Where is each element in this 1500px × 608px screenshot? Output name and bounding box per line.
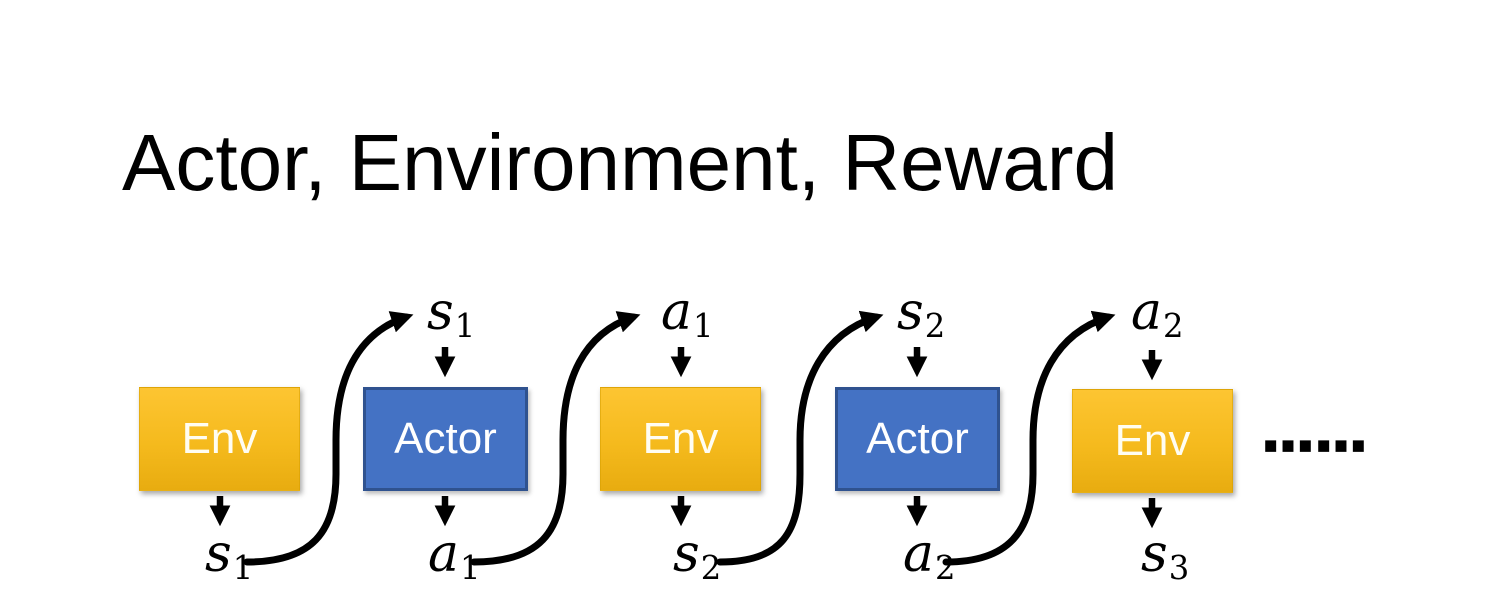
top-label-s1-sub: 1 (454, 307, 476, 346)
bottom-label-s1-base: s (205, 524, 232, 584)
bottom-label-s2: s2 (673, 528, 721, 584)
bottom-label-a2: a2 (903, 528, 956, 584)
top-label-a1-sub: 1 (693, 307, 714, 346)
transition-curve-a2-icon (942, 310, 1116, 566)
env-box-3: Env (1072, 389, 1233, 493)
bottom-label-s1: s1 (205, 528, 253, 584)
transition-curve-s1-icon (243, 311, 414, 566)
top-label-s2-sub: 2 (924, 307, 946, 346)
bottom-label-a1-sub: 1 (460, 549, 481, 588)
top-label-a1: a1 (661, 286, 714, 342)
top-label-s2: s2 (897, 286, 945, 342)
top-label-a2-sub: 2 (1163, 307, 1184, 346)
top-label-s1: s1 (427, 286, 475, 342)
top-label-s2-base: s (897, 282, 924, 342)
top-label-a2-base: a (1131, 282, 1163, 342)
bottom-label-s2-sub: 2 (700, 549, 722, 588)
top-label-a1-base: a (661, 282, 693, 342)
bottom-label-a2-sub: 2 (935, 549, 956, 588)
bottom-label-a2-base: a (903, 524, 935, 584)
bottom-label-s1-sub: 1 (232, 549, 254, 588)
bottom-label-s2-base: s (673, 524, 700, 584)
bottom-label-a1-base: a (428, 524, 460, 584)
bottom-label-s3-base: s (1141, 524, 1168, 584)
continuation-ellipsis: …… (1261, 403, 1368, 465)
env-box-1: Env (139, 387, 300, 491)
actor-box-1: Actor (363, 387, 528, 491)
page-title: Actor, Environment, Reward (122, 118, 1118, 207)
top-label-s1-base: s (427, 282, 454, 342)
transition-curve-a1-icon (470, 311, 641, 566)
actor-box-2: Actor (835, 387, 1000, 491)
env-box-2: Env (600, 387, 761, 491)
bottom-label-s3: s3 (1141, 528, 1189, 584)
bottom-label-s3-sub: 3 (1168, 549, 1190, 588)
bottom-label-a1: a1 (428, 528, 481, 584)
transition-curve-s2-icon (716, 310, 884, 566)
top-label-a2: a2 (1131, 286, 1184, 342)
